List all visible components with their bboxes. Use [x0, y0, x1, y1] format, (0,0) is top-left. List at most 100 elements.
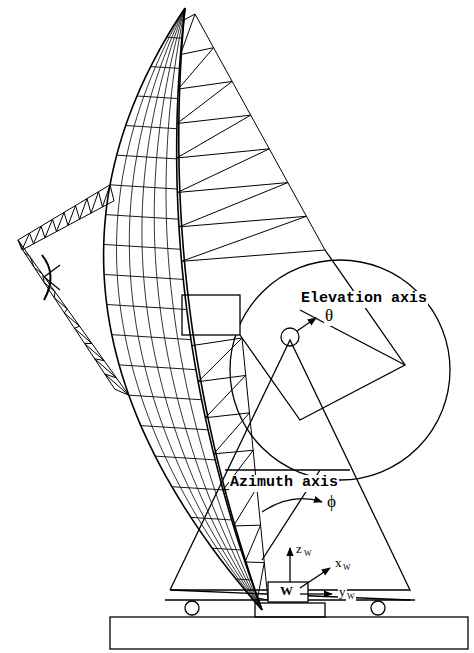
reflector-mesh — [137, 96, 178, 99]
truss-member — [214, 450, 253, 454]
axis-name: z — [295, 542, 303, 556]
origin-label: W — [279, 584, 294, 598]
truss-member — [103, 185, 111, 207]
counterweight-frame — [240, 250, 405, 420]
truss-member — [205, 413, 249, 418]
truss-member — [24, 252, 30, 257]
truss-member — [54, 292, 56, 298]
truss-member — [57, 212, 65, 231]
reflector-mesh — [236, 579, 251, 581]
truss-member — [22, 201, 114, 250]
reflector-mesh — [110, 185, 177, 189]
truss-member — [177, 81, 232, 123]
truss-member — [234, 488, 257, 526]
wheel — [371, 601, 385, 615]
angle-symbol: θ — [324, 307, 334, 326]
truss-member — [245, 525, 261, 562]
reflector-mesh — [151, 67, 180, 69]
truss-member — [91, 192, 99, 213]
truss-member — [45, 219, 53, 237]
truss-member — [177, 115, 251, 123]
reflector-surface — [104, 8, 262, 610]
truss-member — [182, 216, 307, 261]
truss-member — [179, 183, 288, 227]
reflector-mesh — [155, 456, 215, 460]
truss-member — [54, 298, 67, 309]
truss-member — [198, 375, 246, 381]
truss-member — [76, 206, 80, 220]
reflector-surface — [177, 8, 262, 610]
reflector-mesh — [112, 335, 191, 340]
truss-member — [30, 257, 34, 267]
truss-member — [34, 226, 42, 244]
subreflector-strut — [44, 265, 60, 277]
z-axis-arrow — [289, 548, 290, 582]
truss-member — [195, 14, 325, 250]
bearing-base — [255, 603, 325, 617]
platform — [110, 617, 468, 649]
reflector-surface — [129, 8, 262, 610]
truss-member — [30, 233, 34, 244]
truss-member — [115, 389, 129, 395]
reflector-mesh — [141, 426, 208, 430]
motor-box — [268, 582, 308, 602]
reflector-mesh — [167, 37, 182, 39]
truss-member — [18, 185, 110, 240]
axis-subscript: W — [303, 550, 313, 559]
axis-label: Azimuth axis — [229, 475, 339, 492]
truss-member — [177, 183, 288, 193]
truss-member — [68, 206, 76, 226]
x-axis-arrow — [300, 568, 330, 588]
truss-member — [182, 250, 325, 261]
truss-member — [192, 338, 242, 346]
truss-member — [214, 413, 250, 454]
subreflector — [42, 255, 51, 300]
truss-member — [53, 219, 57, 231]
reflector-mesh — [129, 395, 202, 400]
counterweight-frame — [300, 310, 405, 365]
truss-member — [180, 14, 195, 55]
axis-subscript: W — [342, 564, 352, 573]
truss-member — [44, 282, 55, 291]
y-axis-arrow — [300, 593, 332, 594]
truss-member — [85, 343, 105, 360]
reflector-surface — [179, 8, 262, 610]
truss-member — [95, 359, 117, 378]
reflector-mesh — [104, 244, 181, 249]
truss-member — [34, 267, 43, 274]
rotation-arrow — [262, 499, 322, 512]
truss-member — [177, 149, 270, 158]
reflector-mesh — [119, 365, 196, 370]
truss-member — [245, 561, 264, 563]
truss-member — [198, 338, 242, 382]
truss-member — [18, 240, 129, 395]
truss-member — [64, 212, 68, 225]
pedestal-brace — [225, 469, 350, 470]
reflector-mesh — [191, 517, 232, 520]
reflector-mesh — [106, 215, 179, 220]
truss-member — [24, 252, 115, 389]
reflector-surface — [117, 8, 262, 610]
truss-member — [242, 338, 268, 600]
reflector-mesh — [117, 155, 177, 159]
truss-member — [43, 274, 45, 282]
reflector-mesh — [104, 274, 183, 279]
truss-member — [258, 598, 268, 600]
rotation-arrow — [297, 318, 316, 331]
truss-member — [87, 199, 91, 214]
truss-member — [80, 199, 88, 220]
reflector-mesh — [172, 487, 223, 490]
angle-symbol: ϕ — [326, 493, 337, 512]
reflector-mesh — [212, 548, 241, 550]
truss-member — [41, 226, 45, 238]
truss-member — [179, 216, 306, 227]
truss-member — [178, 48, 213, 89]
truss-member — [234, 525, 261, 527]
truss-member — [64, 309, 67, 313]
reflector-surface — [142, 8, 262, 610]
axis-label: Elevation axis — [300, 291, 428, 308]
elevation-axis-symbol — [281, 328, 299, 346]
reflector-mesh — [107, 305, 187, 310]
